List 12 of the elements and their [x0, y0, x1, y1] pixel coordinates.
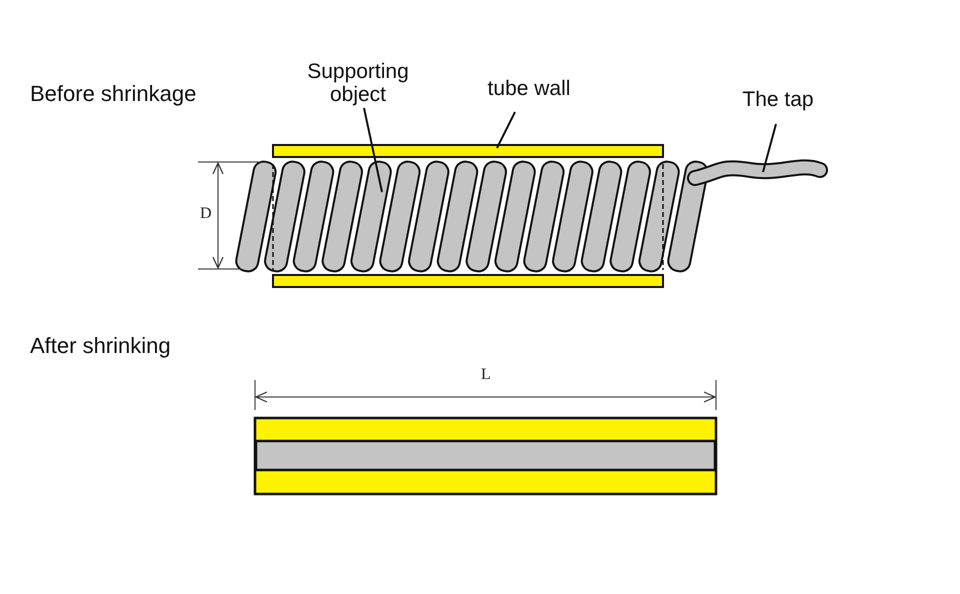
tube-wall-bar: [272, 274, 664, 288]
dimension-label: L: [481, 366, 491, 384]
callout-label: Supporting object: [288, 60, 428, 106]
callout-label: tube wall: [488, 77, 570, 100]
tube-wall-bar: [272, 144, 664, 158]
section-heading: After shrinking: [30, 333, 171, 359]
tap-wire: [687, 159, 828, 186]
callout-label: The tap: [742, 88, 814, 111]
leader-line: [762, 124, 777, 172]
dimension-label: D: [200, 205, 212, 223]
leader-line: [496, 112, 516, 148]
section-heading: Before shrinkage: [30, 81, 196, 107]
